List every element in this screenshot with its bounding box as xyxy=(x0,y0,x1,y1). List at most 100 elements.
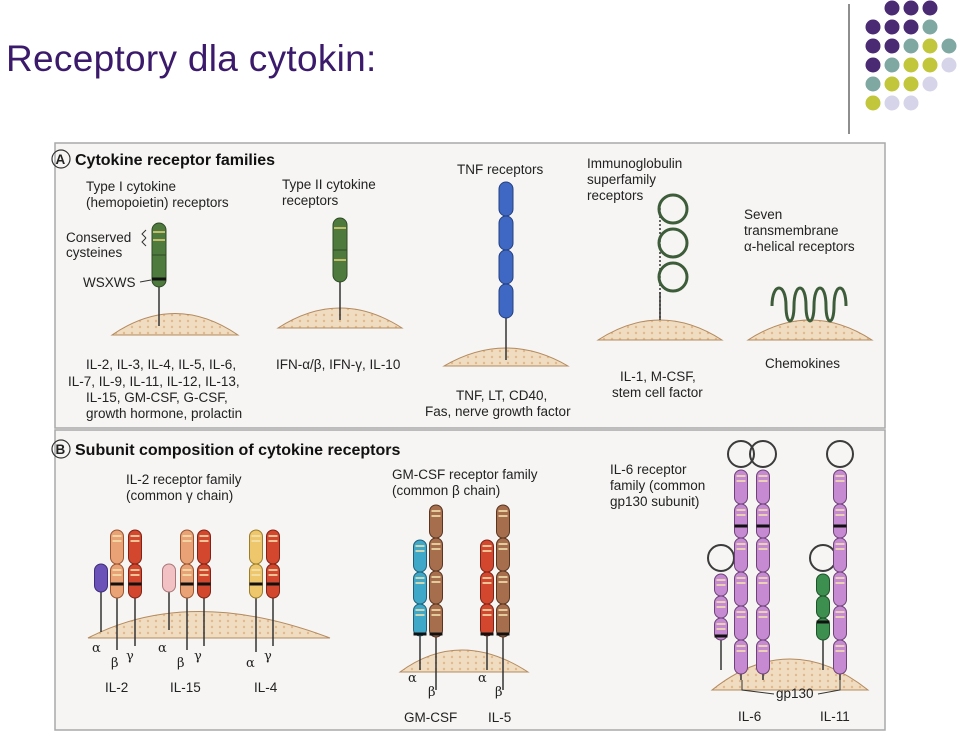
label-gp130: gp130 xyxy=(776,686,814,701)
panel-a-frame xyxy=(54,142,886,429)
il2-alpha-chain xyxy=(94,563,108,632)
decorative-dot xyxy=(884,57,900,73)
ig-title-line2: superfamily xyxy=(587,172,656,187)
decorative-dot xyxy=(865,19,881,35)
il2-family-title-line2: (common γ chain) xyxy=(126,488,233,503)
il6-family-title-line2: family (common xyxy=(610,478,705,493)
type1-title-line1: Type I cytokine xyxy=(86,179,176,194)
decorative-dot xyxy=(903,76,919,92)
il4-alpha-chain xyxy=(249,529,263,652)
label-il6: IL-6 xyxy=(738,709,761,724)
il2-beta-chain xyxy=(110,529,124,650)
il11-alpha-chain xyxy=(809,544,837,670)
decorative-dot xyxy=(903,19,919,35)
greek-beta-il15: β xyxy=(177,656,185,671)
type1-ligands-line2: IL-7, IL-9, IL-11, IL-12, IL-13, xyxy=(68,374,240,389)
il11-gp130-chain xyxy=(826,440,854,680)
decorative-dot xyxy=(865,57,881,73)
tnf-ligands-line2: Fas, nerve growth factor xyxy=(425,404,571,419)
panel-b-letter-circle xyxy=(51,439,71,459)
decorative-dot xyxy=(903,57,919,73)
il2-family-title-line1: IL-2 receptor family xyxy=(126,472,242,487)
ig-title-line3: receptors xyxy=(587,188,644,203)
label-il15: IL-15 xyxy=(170,680,201,695)
il4-gamma-chain xyxy=(266,529,280,646)
decorative-dot xyxy=(903,38,919,54)
type2-receptor xyxy=(332,217,348,320)
greek-gamma-il2: γ xyxy=(126,649,134,664)
il2-gamma-chain xyxy=(128,529,142,646)
type1-receptor xyxy=(139,222,167,326)
il15-alpha-chain xyxy=(162,563,176,630)
decorative-dot xyxy=(922,19,938,35)
greek-gamma-il15: γ xyxy=(194,649,202,664)
slide-title: Receptory dla cytokin: xyxy=(6,38,377,79)
panel-a-letter-circle xyxy=(51,149,71,169)
type1-title-line2: (hemopoietin) receptors xyxy=(86,195,229,210)
receptor-subunit-chains xyxy=(94,440,854,690)
il5-beta-chain xyxy=(496,504,510,690)
panel-a-letter: A xyxy=(56,152,66,167)
membrane-gmcsf-family xyxy=(398,649,530,673)
ig-ligands-line2: stem cell factor xyxy=(612,385,703,400)
il5-alpha-chain xyxy=(480,539,494,670)
decorative-dot xyxy=(884,0,900,16)
membrane-ig xyxy=(596,319,724,341)
gmcsf-beta-chain xyxy=(429,504,443,690)
gm-family-title-line2: (common β chain) xyxy=(392,483,500,498)
il6-family-title-line1: IL-6 receptor xyxy=(610,462,687,477)
decorative-dot xyxy=(922,76,938,92)
label-gmcsf: GM-CSF xyxy=(404,710,457,725)
decorative-dot xyxy=(941,57,957,73)
decorative-dot xyxy=(884,38,900,54)
panel-a-heading: Cytokine receptor families xyxy=(75,152,275,169)
tnf-title: TNF receptors xyxy=(457,162,544,177)
greek-alpha-il2: α xyxy=(92,641,101,656)
decorative-dot xyxy=(865,95,881,111)
decorative-dot xyxy=(884,95,900,111)
label-il11: IL-11 xyxy=(820,709,850,724)
ig-receptor xyxy=(657,193,689,320)
seven-ligands: Chemokines xyxy=(765,356,840,371)
decorative-dot xyxy=(903,95,919,111)
type1-ligands-line3: IL-15, GM-CSF, G-CSF, xyxy=(86,390,228,405)
wsxws-label: WSXWS xyxy=(83,275,136,290)
dot-grid xyxy=(865,0,957,111)
membrane-type1 xyxy=(110,313,240,336)
type2-ligands: IFN-α/β, IFN-γ, IL-10 xyxy=(276,357,400,372)
decorative-dot xyxy=(922,38,938,54)
ig-title-line1: Immunoglobulin xyxy=(587,156,682,171)
conserved-label-line1: Conserved xyxy=(66,230,131,245)
greek-alpha-gmcsf: α xyxy=(408,671,417,686)
decorative-dot xyxy=(903,0,919,16)
seven-title-line1: Seven xyxy=(744,207,782,222)
decorative-dot xyxy=(922,57,938,73)
il15-beta-chain xyxy=(180,529,194,650)
seven-title-line2: transmembrane xyxy=(744,223,839,238)
il6-alpha-chain xyxy=(707,544,735,670)
tnf-receptor xyxy=(498,181,514,360)
label-il4: IL-4 xyxy=(254,680,278,695)
gmcsf-alpha-chain xyxy=(413,539,427,670)
greek-beta-il2: β xyxy=(111,656,119,671)
label-il2: IL-2 xyxy=(105,680,128,695)
panel-b-heading: Subunit composition of cytokine receptor… xyxy=(75,442,400,459)
greek-alpha-il15: α xyxy=(158,641,167,656)
greek-alpha-il5: α xyxy=(478,671,487,686)
membrane-il6-family xyxy=(710,658,870,691)
greek-alpha-il4: α xyxy=(246,656,255,671)
il15-gamma-chain xyxy=(197,529,211,646)
greek-gamma-il4: γ xyxy=(264,649,272,664)
decorative-dot xyxy=(922,0,938,16)
decorative-dot xyxy=(865,76,881,92)
conserved-label-line2: cysteines xyxy=(66,245,123,260)
decorative-dot xyxy=(865,38,881,54)
label-il5: IL-5 xyxy=(488,710,511,725)
greek-beta-gmcsf: β xyxy=(428,685,436,700)
type2-title-line2: receptors xyxy=(282,193,339,208)
gp130-pointer-lines xyxy=(741,680,841,695)
il6-gp130-chain-b xyxy=(749,440,777,680)
greek-beta-il5: β xyxy=(495,685,503,700)
